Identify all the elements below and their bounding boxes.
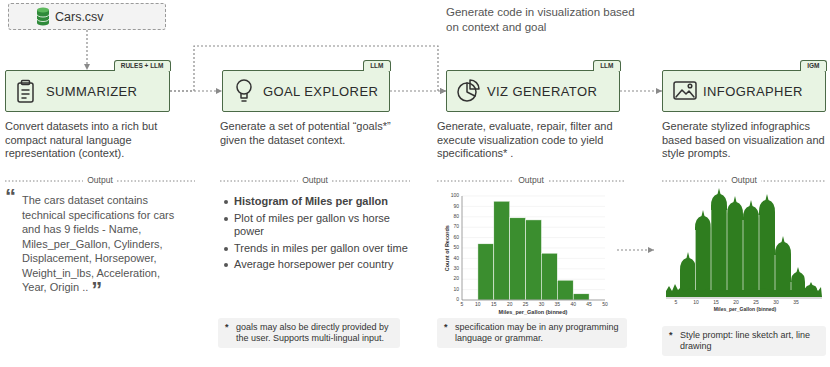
footnote-star: *	[669, 330, 673, 341]
goal-item: Histogram of Miles per gallon	[234, 195, 410, 209]
node-title: SUMMARIZER	[46, 84, 137, 99]
footnote-text: Style prompt: line sketch art, line draw…	[680, 330, 820, 352]
process-box: INFOGRAPHERIGM	[662, 70, 826, 112]
tick-label: 5	[675, 300, 678, 306]
step-description: Generate stylized infographics based bas…	[662, 120, 826, 161]
tab-label: LLM	[363, 60, 390, 71]
tick-label: 50	[602, 302, 608, 308]
footnote-text: specification may be in any programming …	[455, 322, 621, 344]
bullet-dot	[224, 263, 228, 267]
output-heading: Output	[727, 176, 761, 186]
tick-label: 10	[475, 302, 481, 308]
goal-item: Trends in miles per gallon over time	[234, 242, 410, 256]
source-label: Cars.csv	[55, 10, 104, 24]
tick-label: 25	[523, 302, 529, 308]
tick-label: 10	[453, 287, 459, 293]
node-title: VIZ GENERATOR	[487, 84, 597, 99]
quote-mark: ”	[91, 277, 102, 302]
node-title: GOAL EXPLORER	[263, 84, 378, 99]
axis-title: Count of Records	[444, 225, 450, 271]
tick-label: 20	[733, 300, 739, 306]
axis-title: Miles_per_Gallon (binned)	[499, 309, 568, 315]
tick-label: 60	[453, 235, 459, 241]
tick-label: 90	[453, 204, 459, 210]
tick-label: 100	[451, 193, 459, 199]
footnote-box: * goals may also be directly provided by …	[218, 318, 400, 348]
tab-label: RULES + LLM	[114, 60, 171, 71]
tick-label: 50	[453, 245, 459, 251]
tick-label: 80	[453, 214, 459, 220]
tick-label: 25	[753, 300, 759, 306]
step-description: Generate a set of potential “goals*” giv…	[220, 120, 418, 147]
tab-label: LLM	[593, 60, 620, 71]
bullet-dot	[224, 200, 228, 204]
flow-connector	[170, 90, 222, 91]
process-box: SUMMARIZERRULES + LLM	[5, 70, 170, 112]
tick-label: 30	[539, 302, 545, 308]
tick-label: 45	[586, 302, 592, 308]
goal-item: Plot of miles per gallon vs horse power	[234, 212, 410, 239]
tick-label: 40	[453, 256, 459, 262]
axis-title: Miles_per_Gallon (binned)	[714, 307, 777, 313]
quote-mark: “	[5, 184, 16, 209]
flow-connector	[86, 30, 87, 70]
tick-label: 35	[555, 302, 561, 308]
footnote-box: * Style prompt: line sketch art, line dra…	[662, 326, 826, 356]
flow-arrow	[617, 249, 654, 250]
process-box: GOAL EXPLORERLLM	[222, 70, 390, 112]
step-description: Convert datasets into a rich but compact…	[5, 120, 197, 161]
tab-label: IGM	[800, 60, 826, 71]
step-description: Generate, evaluate, repair, filter and e…	[437, 120, 637, 161]
tick-label: 30	[773, 300, 779, 306]
tick-label: 70	[453, 224, 459, 230]
tick-label: 20	[453, 276, 459, 282]
goal-item: Average horsepower per country	[234, 258, 410, 272]
data-source-box: Cars.csv	[8, 3, 166, 30]
node-title: INFOGRAPHER	[703, 84, 803, 99]
footnote-box: * specification may be in any programming…	[437, 318, 627, 348]
output-heading: Output	[514, 176, 548, 186]
tick-label: 0	[456, 297, 459, 303]
tick-label: 20	[507, 302, 513, 308]
footnote-text: goals may also be directly provided by t…	[236, 322, 394, 344]
tick-label: 5	[461, 302, 464, 308]
footnote-star: *	[225, 322, 229, 333]
flow-connector	[620, 90, 662, 91]
process-box: VIZ GENERATORLLM	[446, 70, 620, 112]
tick-label: 15	[491, 302, 497, 308]
bullet-dot	[224, 217, 228, 221]
histogram-chart	[462, 196, 605, 300]
bullet-dot	[224, 247, 228, 251]
infographic-picture	[666, 188, 822, 298]
tick-label: 15	[713, 300, 719, 306]
tick-label: 10	[693, 300, 699, 306]
tick-label: 30	[453, 266, 459, 272]
output-separators	[5, 181, 826, 182]
output-heading: Output	[83, 176, 117, 186]
tick-label: 35	[793, 300, 799, 306]
stage-note: Generate code in visualization based on …	[446, 5, 636, 35]
footnote-star: *	[444, 322, 448, 333]
output-heading: Output	[298, 176, 332, 186]
tick-label: 40	[570, 302, 576, 308]
